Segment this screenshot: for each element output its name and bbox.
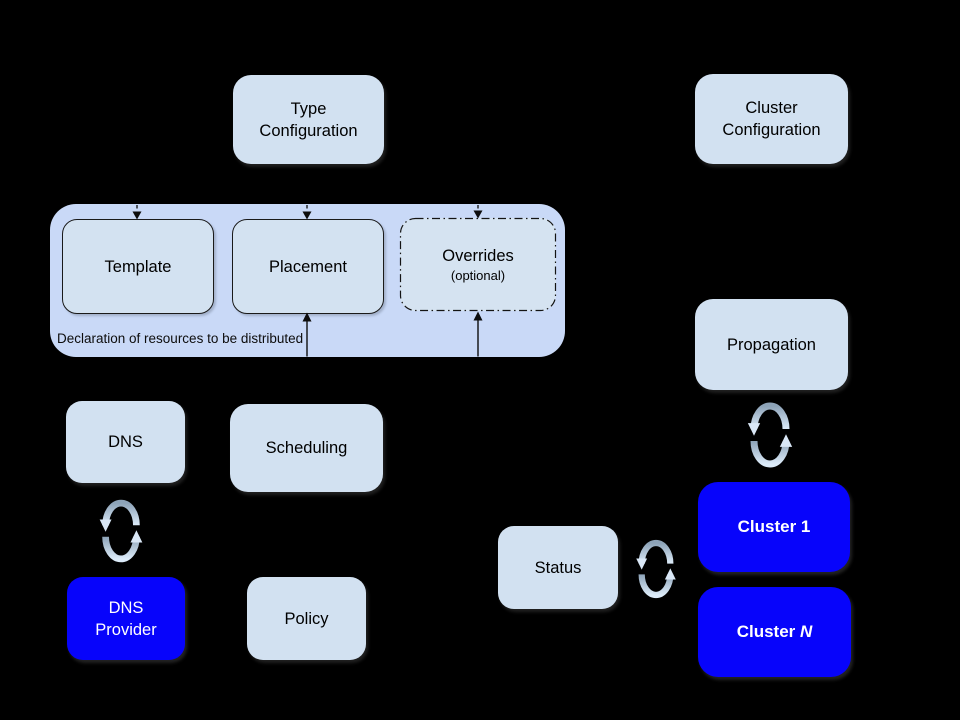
policy-box: Policy	[247, 577, 366, 660]
template-label: Template	[104, 257, 172, 276]
cluster-n-label-variable: N	[800, 622, 813, 641]
overrides-sublabel: (optional)	[450, 268, 506, 283]
policy-label: Policy	[284, 609, 329, 628]
scheduling-label: Scheduling	[265, 439, 348, 457]
type-configuration-box: Type Configuration	[233, 75, 384, 164]
sync-icon-status-cluster1	[636, 539, 676, 599]
status-box: Status	[498, 526, 618, 609]
placement-box: Placement	[232, 219, 384, 314]
cluster-n-box: Cluster N	[698, 587, 851, 677]
type-configuration-label-line2: Configuration	[259, 121, 358, 140]
placement-label: Placement	[269, 257, 347, 276]
propagation-label: Propagation	[727, 335, 816, 354]
dns-provider-label-line1: DNS	[108, 598, 144, 617]
dns-label: DNS	[108, 433, 143, 451]
sync-icon-dns-provider	[99, 499, 143, 563]
dns-box: DNS	[66, 401, 185, 483]
status-label: Status	[534, 558, 582, 577]
cluster-configuration-label-line2: Configuration	[722, 121, 821, 139]
sync-icon-propagation-cluster1	[747, 402, 793, 468]
scheduling-box: Scheduling	[230, 404, 383, 492]
propagation-box: Propagation	[695, 299, 848, 390]
template-box: Template	[62, 219, 214, 314]
cluster-configuration-label-line1: Cluster	[745, 99, 798, 117]
dns-provider-label-line2: Provider	[95, 620, 157, 639]
dns-provider-box: DNS Provider	[67, 577, 185, 660]
overrides-label: Overrides	[442, 247, 514, 265]
resource-declaration-caption: Declaration of resources to be distribut…	[57, 331, 304, 346]
type-configuration-label-line1: Type	[290, 99, 327, 118]
cluster-1-label: Cluster 1	[737, 517, 811, 536]
overrides-box: Overrides (optional)	[400, 218, 556, 311]
cluster-n-label-prefix: Cluster	[736, 622, 800, 641]
cluster-n-label: Cluster N	[737, 621, 813, 643]
cluster-1-box: Cluster 1	[698, 482, 850, 572]
cluster-configuration-box: Cluster Configuration	[695, 74, 848, 164]
